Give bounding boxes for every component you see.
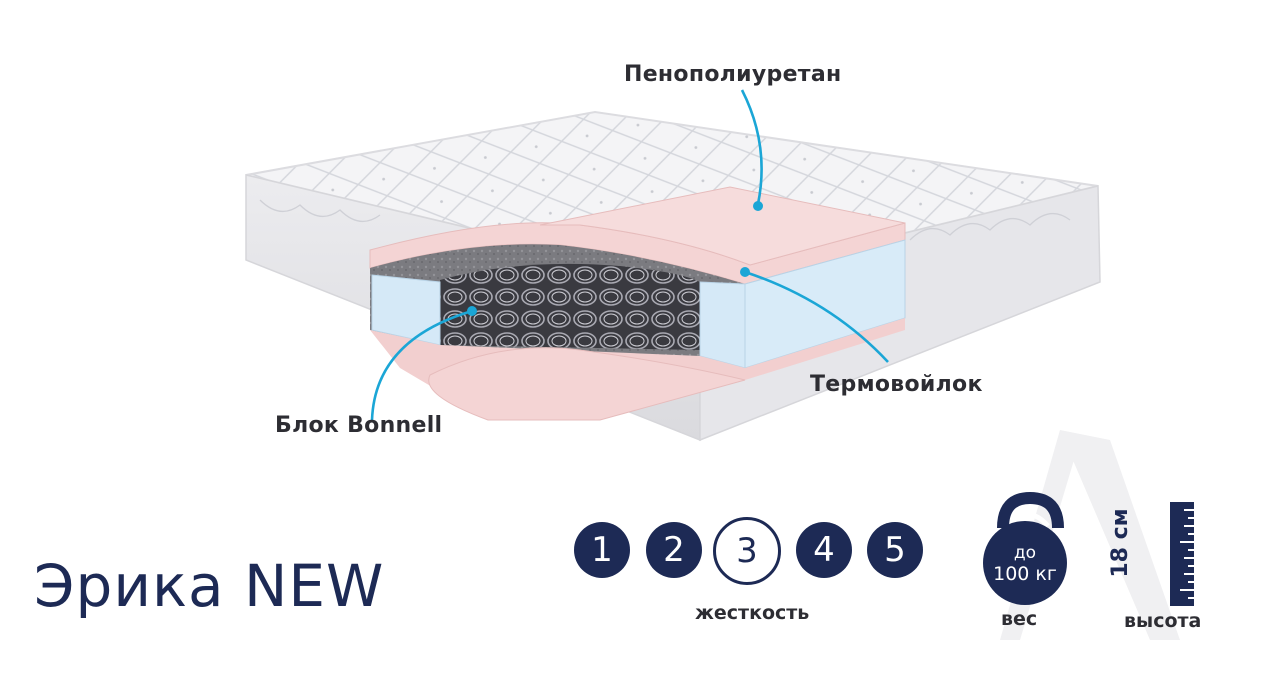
firmness-level-5: 5 (867, 522, 923, 578)
label-polyurethane-foam: Пенополиуретан (624, 62, 842, 87)
firmness-level-1: 1 (574, 522, 630, 578)
weight-value: 100 кг (993, 563, 1057, 585)
label-thermo-felt: Термовойлок (810, 372, 983, 397)
height-label: высота (1124, 610, 1202, 632)
weight-label: вес (1001, 608, 1038, 630)
firmness-level-2: 2 (646, 522, 702, 578)
ruler-icon (1170, 502, 1194, 606)
kettlebell-icon (997, 491, 1064, 529)
label-bonnell-block: Блок Bonnell (275, 413, 443, 438)
weight-prefix: до (1013, 543, 1037, 563)
product-title: Эрика NEW (34, 552, 385, 620)
weight-badge: до 100 кг (983, 521, 1067, 605)
firmness-level-4: 4 (796, 522, 852, 578)
spring-block (440, 263, 700, 350)
firmness-label: жесткость (695, 602, 810, 624)
firmness-level-3-selected: 3 (713, 517, 781, 585)
watermark-shape (1000, 430, 1180, 640)
height-value: 18 см (1108, 508, 1133, 578)
foam-block-right (699, 281, 746, 369)
